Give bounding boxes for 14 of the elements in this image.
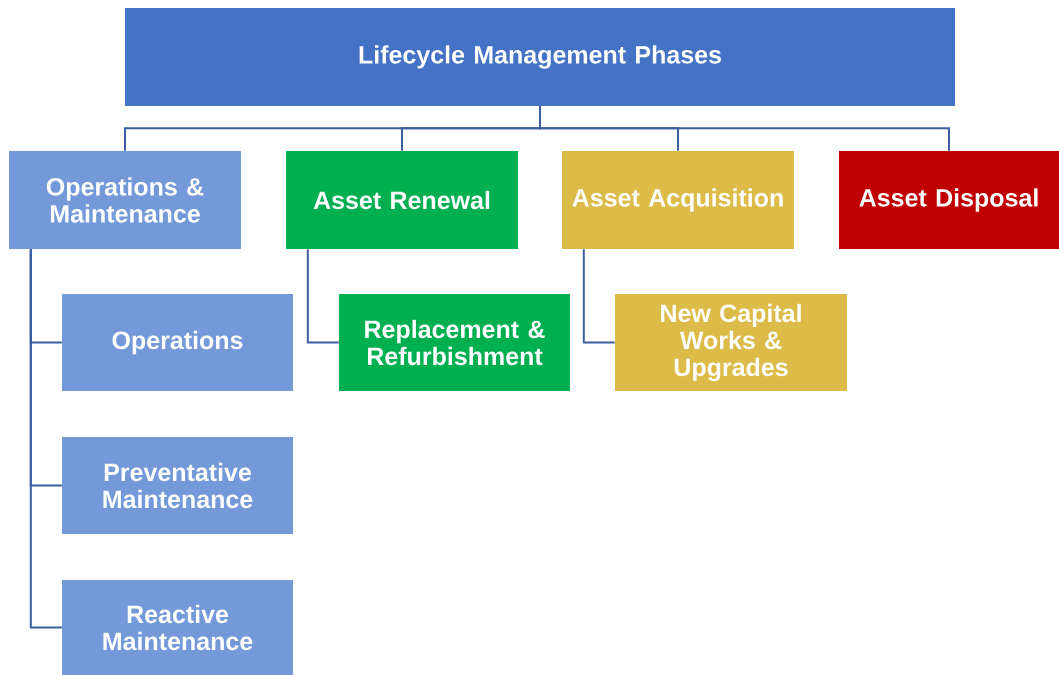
connector-line [29, 248, 63, 629]
connector-line [582, 248, 616, 344]
connector-line [306, 248, 340, 344]
phase-box: Operations & Maintenance [9, 151, 241, 249]
phase-box: Lifecycle Management Phases [125, 8, 955, 106]
phase-box: Operations [62, 294, 293, 391]
phase-box: Asset Acquisition [562, 151, 794, 249]
phase-box: Preventative Maintenance [62, 437, 293, 534]
connector-line [539, 105, 950, 152]
phase-box: New Capital Works & Upgrades [615, 294, 847, 391]
phase-box: Reactive Maintenance [62, 580, 293, 675]
phase-box: Asset Disposal [839, 151, 1059, 249]
phase-box: Replacement & Refurbishment [339, 294, 570, 391]
phase-box: Asset Renewal [286, 151, 518, 249]
